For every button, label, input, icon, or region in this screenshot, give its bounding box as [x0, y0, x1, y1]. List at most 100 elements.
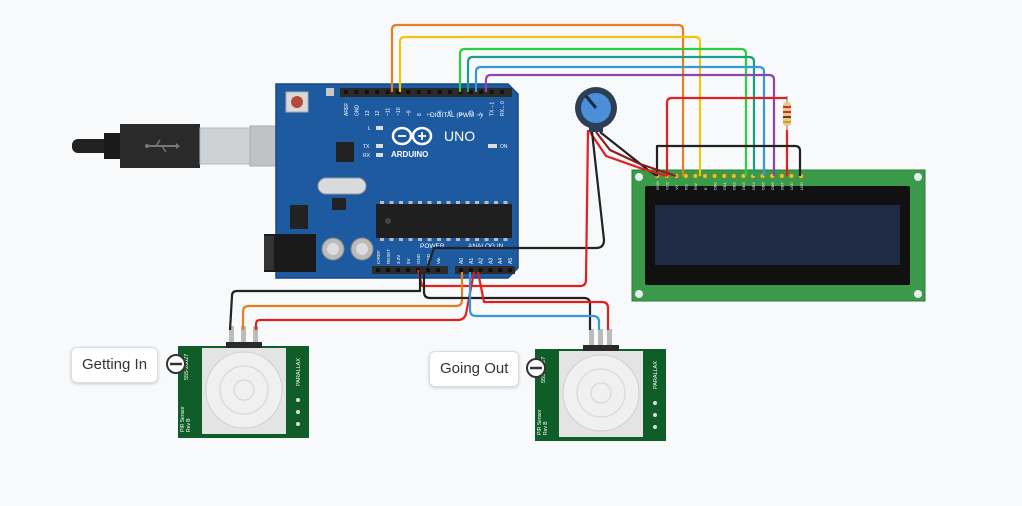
power-pin[interactable]: [406, 268, 410, 272]
analog-pin[interactable]: [498, 268, 503, 272]
label-getting-in[interactable]: Getting In: [71, 347, 159, 383]
power-pin[interactable]: [436, 268, 440, 272]
power-pin[interactable]: [396, 268, 400, 272]
wire-orange-d12[interactable]: [390, 23, 685, 176]
lcd-pin[interactable]: [721, 173, 727, 179]
wire-red-pot-5v[interactable]: [416, 129, 590, 288]
analog-pin-label: A1: [469, 258, 475, 264]
analog-header: [455, 266, 515, 274]
analog-pin-label: A3: [488, 258, 494, 264]
pir-right-rev: Rev B: [543, 421, 549, 435]
sensor-marker-right[interactable]: [526, 358, 546, 378]
reset-button[interactable]: [285, 91, 309, 113]
pir-sensor-right[interactable]: 555-28027 PARALLAX PIR Sensor Rev B: [535, 329, 666, 441]
power-pin-label: GND: [416, 253, 421, 264]
digital-pin[interactable]: [385, 90, 390, 94]
digital-pin-label: ~3: [469, 110, 475, 116]
digital-pin[interactable]: [416, 90, 421, 94]
lcd-pin-label: DB7: [780, 181, 785, 190]
digital-pin[interactable]: [406, 90, 411, 94]
wire-red-pir-left[interactable]: [254, 271, 476, 330]
digital-pin[interactable]: [489, 90, 494, 94]
digital-pin[interactable]: [437, 90, 442, 94]
digital-label: DIGITAL (PWM ~): [430, 112, 482, 119]
lcd-pin[interactable]: [702, 173, 708, 179]
lcd-screen: [655, 205, 900, 265]
analog-pin[interactable]: [468, 268, 473, 272]
pir-left-rev: Rev B: [186, 418, 192, 432]
digital-pin[interactable]: [396, 90, 400, 94]
digital-header: [340, 88, 512, 97]
digital-pin[interactable]: [354, 90, 359, 94]
pir-left-footer: PIR Sensor: [180, 406, 186, 432]
wire-black-lcd-gnd[interactable]: [655, 144, 802, 176]
lcd-pin[interactable]: [731, 173, 737, 179]
digital-pin[interactable]: [364, 90, 369, 94]
power-pin-label: Vin: [436, 257, 441, 264]
digital-pin-label: 2: [479, 113, 485, 116]
lcd-pin[interactable]: [711, 173, 718, 179]
lcd-pin[interactable]: [788, 173, 795, 179]
wire-green-d5[interactable]: [458, 47, 748, 176]
power-pin[interactable]: [386, 268, 390, 272]
wire-purple-d2[interactable]: [484, 73, 776, 176]
power-pin[interactable]: [426, 268, 430, 272]
digital-pin[interactable]: [448, 90, 452, 94]
digital-pin[interactable]: [344, 90, 348, 94]
lcd-pin-label: DB5: [760, 181, 765, 190]
wire-black-pir-left[interactable]: [228, 272, 422, 331]
digital-pin-label: ~9: [406, 110, 412, 116]
wire-teal-d4[interactable]: [466, 55, 756, 176]
analog-label: ANALOG IN: [468, 243, 504, 250]
wire-blue-d3[interactable]: [474, 65, 766, 176]
digital-pin[interactable]: [468, 90, 473, 94]
lcd-pin[interactable]: [779, 173, 785, 179]
potentiometer[interactable]: [575, 87, 617, 132]
lcd-pin-label: LED: [789, 182, 794, 190]
analog-pin[interactable]: [488, 268, 493, 272]
analog-pin[interactable]: [508, 268, 512, 272]
lcd-pin-label: DB0: [712, 181, 717, 190]
analog-pin-label: A5: [508, 258, 514, 264]
usb-cable[interactable]: [72, 124, 307, 168]
wire-red-lcd-vcc[interactable]: [665, 96, 787, 176]
sensor-marker-left[interactable]: [166, 354, 186, 374]
pir-right-footer: PIR Sensor: [537, 409, 543, 435]
wire-orange-pir-left[interactable]: [241, 272, 464, 330]
label-going-out[interactable]: Going Out: [429, 351, 520, 387]
lcd-pin-label: RS: [684, 184, 689, 190]
digital-pin-label: 8: [417, 113, 423, 116]
digital-pin-label: 7: [427, 113, 433, 116]
analog-pin[interactable]: [478, 268, 483, 272]
lcd-pin[interactable]: [683, 173, 689, 179]
lcd-pin-label: V0: [674, 184, 679, 190]
digital-pin-label: ~11: [386, 108, 392, 116]
pir-sensor-left[interactable]: 555-28027 PARALLAX PIR Sensor Rev B: [178, 326, 309, 438]
lcd-pin-label: RW: [693, 183, 698, 190]
wire-dark-pot-mid[interactable]: [595, 131, 677, 178]
led-on-label: ON: [500, 144, 508, 150]
wire-yellow-d11[interactable]: [398, 35, 702, 176]
analog-pin-label: A0: [459, 258, 465, 264]
power-label: POWER: [420, 243, 445, 250]
digital-pin[interactable]: [500, 90, 504, 94]
wire-blue-pir-right[interactable]: [468, 272, 601, 330]
resistor[interactable]: [783, 96, 791, 132]
power-pin-label: 3.3V: [396, 255, 401, 264]
digital-pin-label: RX←0: [500, 101, 506, 116]
analog-pin[interactable]: [459, 268, 463, 272]
lcd-pin[interactable]: [692, 173, 699, 179]
wire-red-pot[interactable]: [589, 131, 668, 178]
lcd-pin-label: VCC: [664, 181, 669, 190]
power-pin[interactable]: [376, 268, 380, 272]
led-l-label: L: [368, 126, 371, 132]
digital-pin[interactable]: [375, 90, 380, 94]
wire-black-pot-gnd[interactable]: [426, 131, 606, 267]
digital-pin[interactable]: [427, 90, 432, 94]
arduino-brand-text: ARDUINO: [391, 150, 428, 159]
digital-pin[interactable]: [479, 90, 484, 94]
wire-red-pir-right[interactable]: [476, 271, 610, 330]
pir-right-brand: PARALLAX: [653, 361, 659, 389]
